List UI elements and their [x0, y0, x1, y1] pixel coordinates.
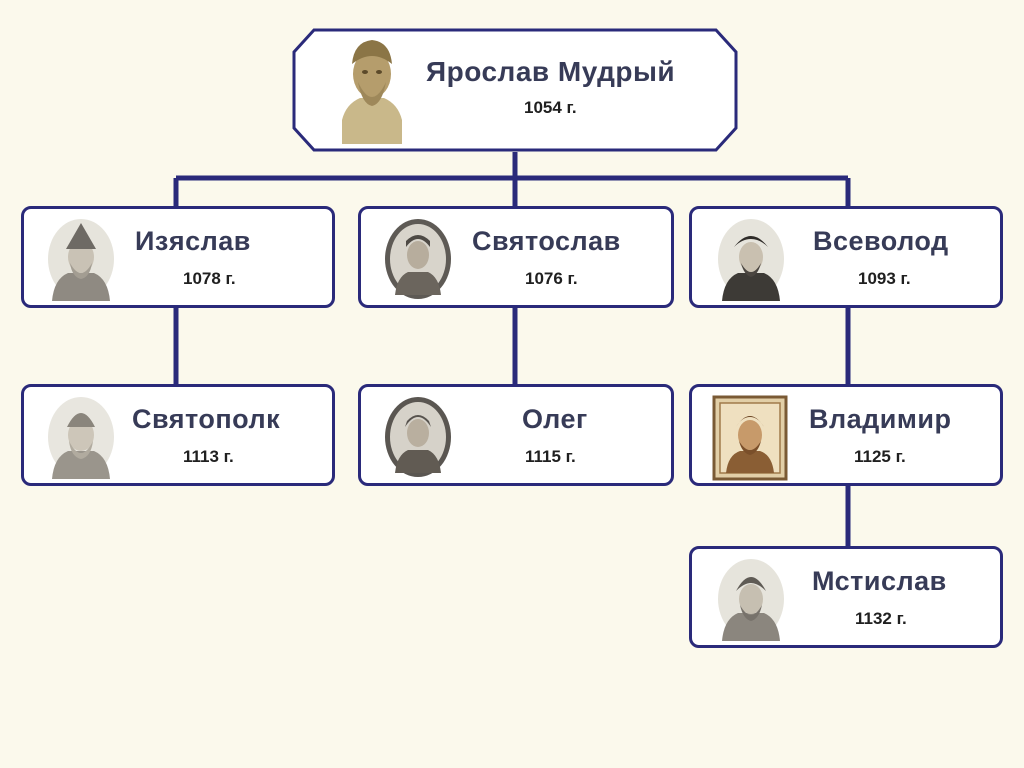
great-grandson-year: 1132 г. [855, 609, 907, 628]
node-yaroslav: Ярослав Мудрый 1054 г. [292, 28, 738, 152]
grandson-year: 1113 г. [183, 447, 234, 466]
engraved-portrait-helmet-icon [48, 219, 114, 301]
son-name: Изяслав [135, 226, 251, 256]
son-name: Святослав [472, 226, 621, 256]
engraved-portrait-fur-hat-icon [718, 219, 784, 301]
node-mstislav: Мстислав 1132 г. [689, 546, 1003, 648]
node-vladimir: Владимир 1125 г. [689, 384, 1003, 486]
grandson-name: Владимир [809, 404, 952, 434]
bust-portrait-icon [342, 40, 402, 144]
root-octagon-frame [292, 28, 738, 152]
grandson-name: Олег [522, 404, 588, 434]
son-year: 1076 г. [525, 269, 578, 288]
grandson-year: 1125 г. [854, 447, 906, 466]
son-name: Всеволод [813, 226, 949, 256]
root-name: Ярослав Мудрый [426, 56, 676, 87]
oval-medallion-portrait-icon [385, 219, 451, 299]
son-year: 1093 г. [858, 269, 911, 288]
grandson-year: 1115 г. [525, 447, 576, 466]
son-year: 1078 г. [183, 269, 236, 288]
oval-medallion-portrait-icon [385, 397, 451, 477]
icon-portrait-framed-icon [712, 395, 788, 481]
node-svyatoslav: Святослав 1076 г. [358, 206, 674, 308]
node-svyatopolk: Святополк 1113 г. [21, 384, 335, 486]
root-year: 1054 г. [524, 98, 577, 117]
engraved-portrait-crown-icon [718, 559, 784, 641]
node-oleg: Олег 1115 г. [358, 384, 674, 486]
node-vsevolod: Всеволод 1093 г. [689, 206, 1003, 308]
node-izyaslav: Изяслав 1078 г. [21, 206, 335, 308]
grandson-name: Святополк [132, 404, 281, 434]
great-grandson-name: Мстислав [812, 566, 947, 596]
engraved-portrait-helmet-icon [48, 397, 114, 479]
